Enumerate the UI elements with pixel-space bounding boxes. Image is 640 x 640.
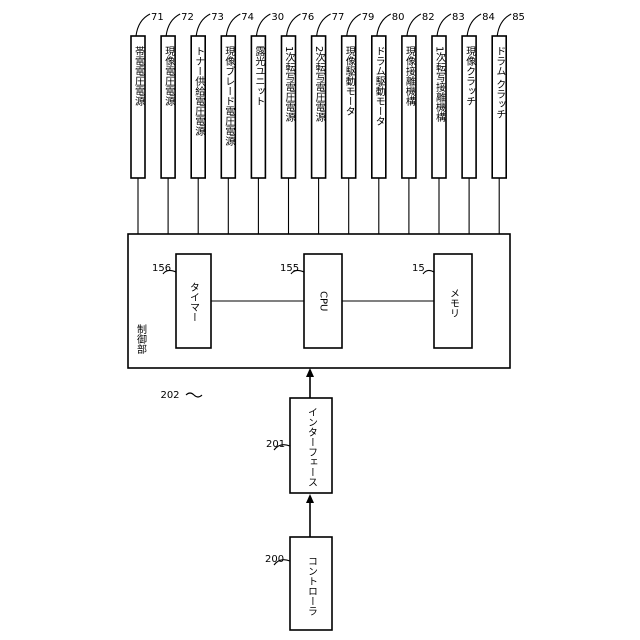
output-device-label: ドラム駆動モータ (373, 46, 385, 126)
output-ref-leader (256, 14, 270, 36)
output-device-ref: 71 (151, 12, 164, 23)
output-device-label: トナー供給電圧電源 (193, 46, 205, 137)
output-device-label: 露光ユニット (253, 46, 265, 106)
timer-label: タイマー (188, 282, 200, 322)
controller-label: コントローラ (306, 556, 317, 616)
output-device-ref: 74 (241, 12, 254, 23)
output-ref-leader (497, 14, 511, 36)
output-device-ref: 82 (422, 12, 435, 23)
control-unit-label: 制御部 (135, 323, 147, 355)
output-ref-leader (467, 14, 481, 36)
memory-ref: 15 (412, 263, 425, 274)
control-unit-leader (186, 393, 202, 397)
output-ref-leader (226, 14, 240, 36)
output-device-ref: 79 (362, 12, 375, 23)
output-device-ref: 72 (181, 12, 194, 23)
output-device-label: 現像接離機構 (403, 46, 415, 106)
output-device-ref: 76 (302, 12, 315, 23)
interface-to-control-arrowhead (306, 368, 314, 377)
output-ref-leader (437, 14, 451, 36)
output-device-ref: 85 (512, 12, 525, 23)
output-ref-leader (317, 14, 331, 36)
output-device-label: 現像電圧電源 (163, 46, 175, 107)
output-device-label: 1次転写接離機構 (434, 46, 446, 122)
output-ref-leader (407, 14, 421, 36)
output-device-ref: 80 (392, 12, 405, 23)
output-ref-leader (196, 14, 210, 36)
output-device-group: 帯電電圧電源 71 現像電圧電源 72 トナー供給電圧電源 73 現像ブレード電圧電源 74 露… (131, 12, 525, 234)
cpu-label: CPU (318, 291, 329, 311)
output-device-label: 現像ブレード電圧電源 (223, 46, 235, 147)
controller-to-interface-arrowhead (306, 494, 314, 503)
output-device-ref: 84 (482, 12, 495, 23)
timer-ref: 156 (152, 263, 171, 274)
memory-label: メモリ (448, 288, 459, 318)
interface-label: インターフェース (306, 407, 318, 487)
control-unit-ref: 202 (160, 390, 179, 401)
output-device-label: ドラム クラッチ (494, 46, 506, 119)
output-device-label: 1次転写電圧電源 (283, 46, 295, 123)
output-device-ref: 30 (271, 12, 284, 23)
output-ref-leader (287, 14, 301, 36)
output-device-ref: 83 (452, 12, 465, 23)
output-ref-leader (136, 14, 150, 36)
output-ref-leader (166, 14, 180, 36)
output-ref-leader (347, 14, 361, 36)
output-device-ref: 77 (332, 12, 345, 23)
output-device-label: 現像クラッチ (464, 46, 476, 106)
output-device-label: 帯電電圧電源 (133, 45, 145, 107)
output-device-label: 現像駆動モータ (343, 46, 355, 116)
output-device-label: 2次転写電圧電源 (313, 46, 325, 123)
cpu-ref: 155 (280, 263, 299, 274)
output-device-ref: 73 (211, 12, 224, 23)
output-ref-leader (377, 14, 391, 36)
